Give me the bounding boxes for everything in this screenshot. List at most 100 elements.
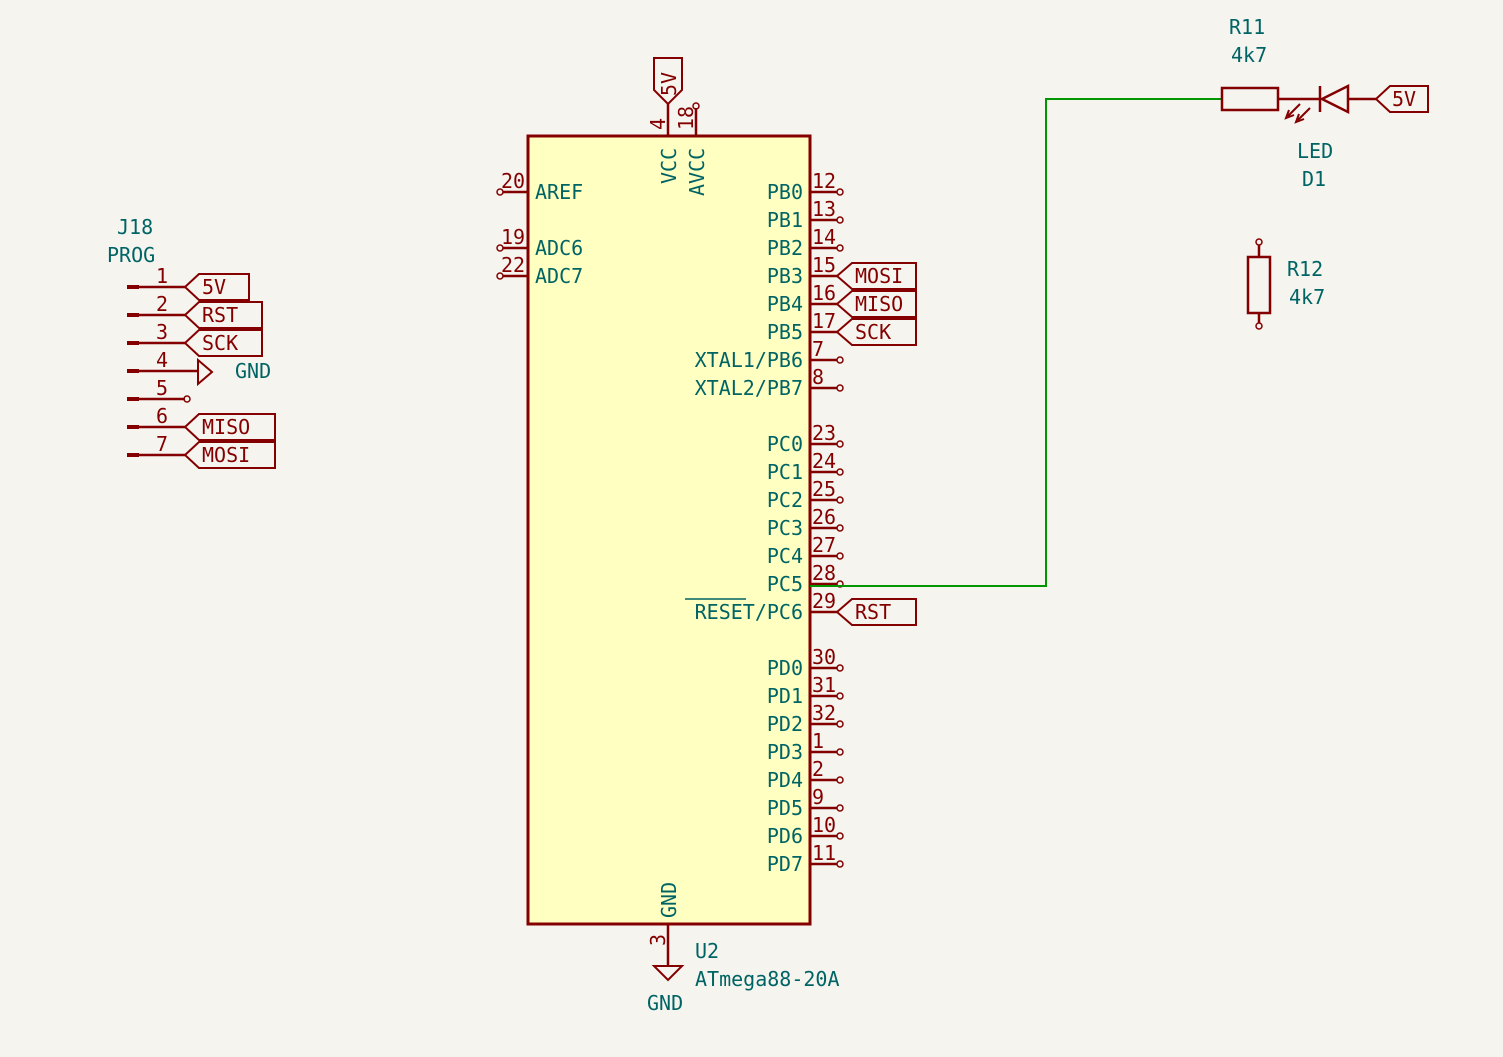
pin-pd0-name: PD0	[767, 656, 803, 680]
pin-pd2-number: 32	[812, 701, 836, 725]
r12-reference: R12	[1287, 257, 1323, 281]
net-flag-miso[interactable]	[835, 290, 917, 318]
net-label-mosi: MOSI	[855, 264, 903, 288]
connector-net-flag-miso[interactable]	[183, 413, 276, 441]
pin-xtal1-pb6-name: XTAL1/PB6	[695, 348, 803, 372]
connector-net-label-miso: MISO	[202, 415, 250, 439]
pin-pb5-number: 17	[812, 309, 836, 333]
pin-pc1-unconnected-icon	[836, 468, 844, 476]
pin-pd6-number: 10	[812, 813, 836, 837]
pin-pc3-unconnected-icon	[836, 524, 844, 532]
led-triangle-icon	[1319, 83, 1350, 115]
led-d1[interactable]: LED D1	[1284, 83, 1350, 191]
pin-xtal2-pb7-unconnected-icon	[836, 384, 844, 392]
pin-adc6-number: 19	[501, 225, 525, 249]
connector-net-flag-sck[interactable]	[183, 329, 263, 357]
pin-pb3-number: 15	[812, 253, 836, 277]
connector-net-flag-5v[interactable]	[183, 273, 250, 301]
connector-pin-7-stub	[127, 453, 139, 457]
pin-xtal2-pb7-name: XTAL2/PB7	[695, 376, 803, 400]
connector-gnd-symbol-icon[interactable]	[197, 357, 214, 387]
mcu-body[interactable]	[526, 134, 812, 926]
pin-pb4-name: PB4	[767, 292, 803, 316]
led-5v-power-flag[interactable]	[1374, 85, 1429, 113]
led-value: LED	[1297, 139, 1333, 163]
pin-reset-pc6-number: 29	[812, 589, 836, 613]
pin-reset-pc6-name: RESET/PC6	[695, 600, 803, 624]
pin-pb0-name: PB0	[767, 180, 803, 204]
r11-resistor[interactable]: R11 4k7	[1220, 15, 1280, 112]
avcc-pin-name: AVCC	[685, 148, 709, 196]
net-flag-mosi[interactable]	[835, 262, 917, 290]
pin-pd4-name: PD4	[767, 768, 803, 792]
connector-net-label-sck: SCK	[202, 331, 238, 355]
net-flag-sck[interactable]	[835, 318, 917, 346]
pin-pd7-unconnected-icon	[836, 860, 844, 868]
pin-pc2-unconnected-icon	[836, 496, 844, 504]
r12-value: 4k7	[1289, 285, 1325, 309]
pin-pb1-name: PB1	[767, 208, 803, 232]
gnd-pin-name: GND	[657, 882, 681, 918]
pin-pd3-number: 1	[812, 729, 824, 753]
connector-pin-6-number: 6	[156, 404, 168, 428]
vcc-5v-power-flag[interactable]	[653, 57, 683, 106]
pin-pb2-unconnected-icon	[836, 244, 844, 252]
pin-pb3-name: PB3	[767, 264, 803, 288]
pin-pd5-number: 9	[812, 785, 824, 809]
connector-net-flag-mosi[interactable]	[183, 441, 276, 469]
r12-resistor[interactable]: R12 4k7	[1246, 238, 1325, 330]
connector-pin-5-unconnected-icon	[183, 395, 191, 403]
pin-pc5-name: PC5	[767, 572, 803, 596]
pin-aref-name: AREF	[535, 180, 583, 204]
pin-xtal2-pb7-number: 8	[812, 365, 824, 389]
pin-xtal1-pb6-number: 7	[812, 337, 824, 361]
pin-pb4-number: 16	[812, 281, 836, 305]
connector-pin-3-stub	[127, 341, 139, 345]
pc5-to-r11-wire[interactable]	[810, 98, 1222, 587]
pin-pc4-unconnected-icon	[836, 552, 844, 560]
pin-pd3-unconnected-icon	[836, 748, 844, 756]
avcc-unconnected-icon	[692, 102, 700, 110]
mcu-reference: U2	[695, 939, 719, 963]
net-label-rst: RST	[855, 600, 891, 624]
avcc-pin-number: 18	[674, 106, 698, 130]
pin-pb0-number: 12	[812, 169, 836, 193]
connector-pin-1-stub	[127, 285, 139, 289]
pin-pb5-name: PB5	[767, 320, 803, 344]
pin-pd5-unconnected-icon	[836, 804, 844, 812]
r11-body[interactable]	[1220, 86, 1280, 112]
pin-pc1-name: PC1	[767, 460, 803, 484]
mcu-gnd-symbol-icon[interactable]	[651, 965, 685, 982]
connector-pin-4-number: 4	[156, 348, 168, 372]
pin-pb1-number: 13	[812, 197, 836, 221]
connector-net-label-5v: 5V	[202, 275, 226, 299]
pin-adc7-number: 22	[501, 253, 525, 277]
pin-pc3-number: 26	[812, 505, 836, 529]
pin-xtal1-pb6-unconnected-icon	[836, 356, 844, 364]
pin-pd1-unconnected-icon	[836, 692, 844, 700]
r12-body[interactable]	[1246, 255, 1272, 315]
mcu-u2[interactable]: 5V 4 VCC 18 AVCC 3 GND GND U2 ATmega88-2…	[496, 57, 917, 1015]
connector-pin-2-number: 2	[156, 292, 168, 316]
gnd-pin-number: 3	[646, 934, 670, 946]
pin-pd3-name: PD3	[767, 740, 803, 764]
connector-pin-4-stub	[127, 369, 139, 373]
pin-pc4-number: 27	[812, 533, 836, 557]
connector-gnd-label: GND	[235, 359, 271, 383]
net-label-miso: MISO	[855, 292, 903, 316]
connector-pin-7-number: 7	[156, 432, 168, 456]
pin-pb1-unconnected-icon	[836, 216, 844, 224]
led-reference: D1	[1302, 167, 1326, 191]
pin-pd5-name: PD5	[767, 796, 803, 820]
connector-net-flag-rst[interactable]	[183, 301, 263, 329]
vcc-pin-name: VCC	[657, 148, 681, 184]
led-5v-label: 5V	[1392, 87, 1416, 111]
connector-reference: J18	[117, 215, 153, 239]
vcc-pin-number: 4	[646, 118, 670, 130]
net-flag-rst[interactable]	[835, 598, 917, 626]
